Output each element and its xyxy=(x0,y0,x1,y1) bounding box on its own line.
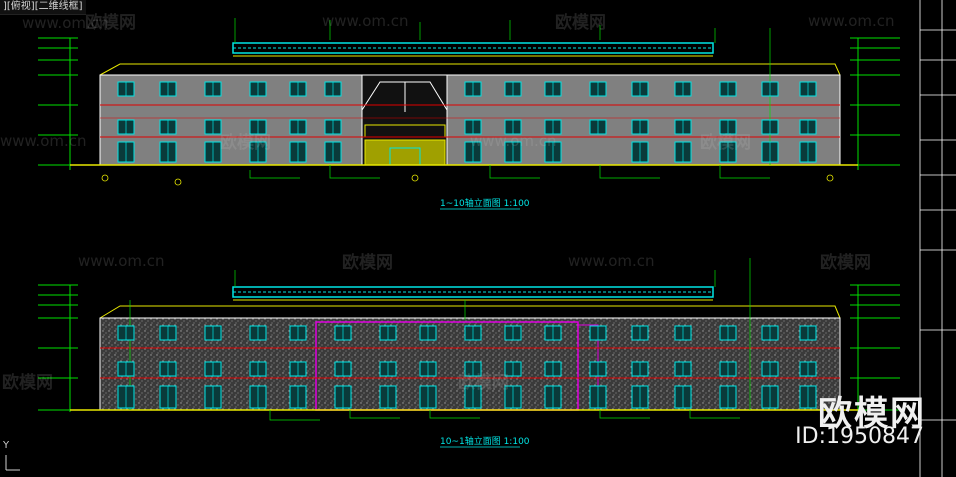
elevation-lower: 10~1轴立面图 1:100 xyxy=(38,258,900,448)
watermark-brand: 欧模网 xyxy=(342,253,393,273)
central-entrance-upper xyxy=(361,74,448,166)
window-group-lower xyxy=(117,325,817,409)
watermark-text: www.om.cn xyxy=(808,12,895,30)
watermark-text: www.om.cn xyxy=(470,132,557,150)
ucs-axis-label: Y xyxy=(3,440,10,451)
level-ruler-left-lower xyxy=(38,284,78,412)
watermark-text: www.om.cn xyxy=(322,12,409,30)
ucs-icon xyxy=(5,455,20,471)
watermark-brand: 欧模网 xyxy=(820,253,871,273)
watermark-brand: 欧模网 xyxy=(700,133,751,153)
watermark-text: www.om.cn xyxy=(568,252,655,270)
title-block xyxy=(919,0,956,477)
brand-logo-text: 欧模网 xyxy=(818,394,926,434)
axis-markers-upper xyxy=(101,174,834,186)
watermark-brand: 欧模网 xyxy=(555,13,606,33)
viewport-controls-label[interactable]: ][俯视][二维线框] xyxy=(0,0,86,15)
watermark-brand: 欧模网 xyxy=(2,373,53,393)
watermark-brand: 欧模网 xyxy=(458,373,509,393)
elevation-upper: 1~10轴立面图 1:100 xyxy=(38,18,900,210)
watermark-text: www.om.cn xyxy=(0,132,87,150)
brand-id-label: ID:1950847 xyxy=(795,424,924,449)
level-ruler-right-upper xyxy=(850,37,900,170)
window-group-upper xyxy=(117,81,817,163)
elevation-title-upper: 1~10轴立面图 1:100 xyxy=(440,197,530,209)
watermark-brand: 欧模网 xyxy=(220,133,271,153)
watermark-text: www.om.cn xyxy=(78,252,165,270)
level-ruler-right-lower xyxy=(850,284,900,412)
elevation-title-lower: 10~1轴立面图 1:100 xyxy=(440,435,530,447)
level-ruler-left-upper xyxy=(38,37,78,170)
watermark-text: www.om.cn xyxy=(22,14,109,32)
watermark-brand: 欧模网 xyxy=(85,13,136,33)
